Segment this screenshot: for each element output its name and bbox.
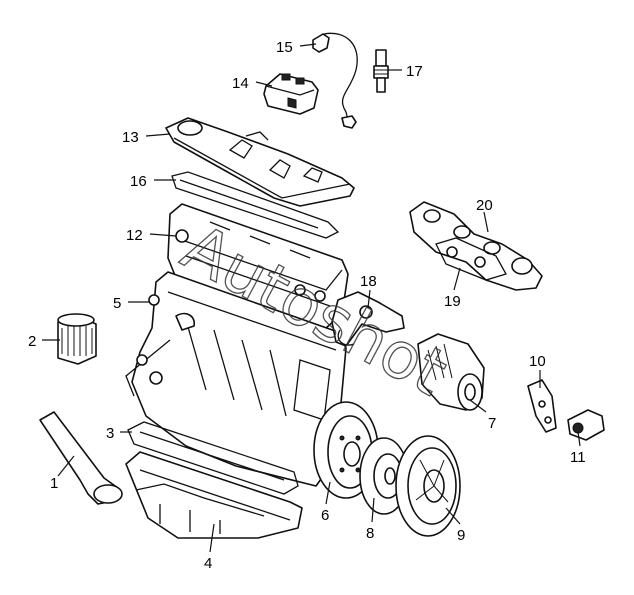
leader-11 [577,431,581,447]
callout-18: 18 [360,273,377,290]
part-20-exhaust-manifold [409,201,543,291]
callout-6: 6 [321,507,329,524]
part-17-spark-plug [373,49,389,93]
callout-12: 12 [126,227,143,244]
part-15-sensor [312,32,358,129]
callout-5: 5 [113,295,121,312]
part-4-oil-pan [125,451,303,539]
leader-20 [483,211,489,233]
part-19-manifold-gasket [435,237,507,281]
callout-9: 9 [457,527,465,544]
part-9-pressure-plate [395,435,461,537]
part-7-alternator [417,333,485,411]
leader-7 [469,399,487,413]
part-18-thermostat-housing [331,291,405,347]
part-1-oil-pickup [39,411,123,505]
callout-14: 14 [232,75,249,92]
part-11-mount [567,409,605,441]
leader-lines [42,43,581,553]
callout-20: 20 [476,197,493,214]
leader-6 [325,481,331,505]
leader-9 [445,507,461,525]
callout-labels: 15 14 17 13 16 12 5 2 1 3 4 6 8 9 7 10 1… [28,39,586,572]
callout-13: 13 [122,129,139,146]
leader-4 [209,523,215,553]
callout-7: 7 [488,415,496,432]
leader-14 [255,81,273,87]
callout-17: 17 [406,63,423,80]
leader-18 [367,289,371,309]
part-14-ignition-coil [263,73,319,115]
part-13-valve-cover [165,117,355,207]
callout-16: 16 [130,173,147,190]
part-10-bracket [527,379,557,433]
callout-8: 8 [366,525,374,542]
part-2-oil-filter [57,313,97,365]
callout-19: 19 [444,293,461,310]
callout-1: 1 [50,475,58,492]
leader-19 [453,267,461,291]
callout-15: 15 [276,39,293,56]
leader-1 [57,455,75,477]
callout-2: 2 [28,333,36,350]
leader-8 [371,497,375,523]
leader-12 [149,233,177,237]
callout-10: 10 [529,353,546,370]
callout-11: 11 [570,449,586,466]
callout-4: 4 [204,555,212,572]
leader-13 [145,133,171,137]
callout-3: 3 [106,425,114,442]
part-16-gasket [171,171,340,239]
leader-15 [299,43,317,47]
part-3-oil-pan-gasket [127,421,299,495]
